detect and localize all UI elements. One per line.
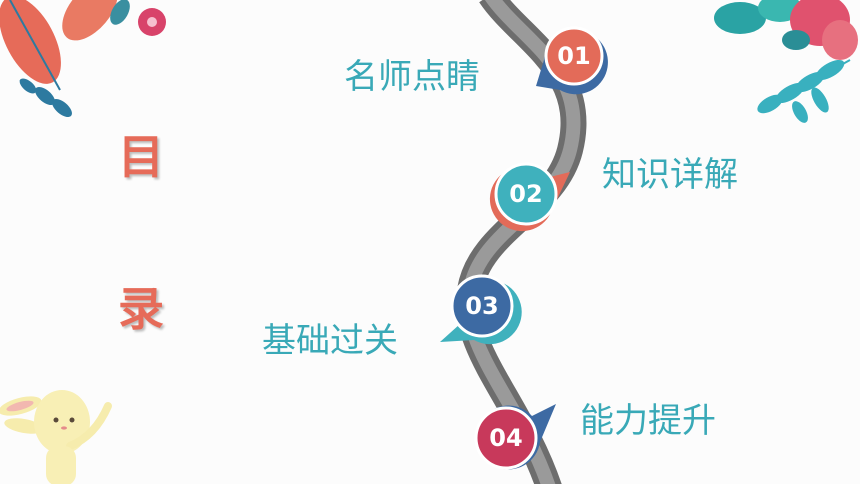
item-03-label[interactable]: 基础过关 (262, 321, 398, 361)
item-04-label[interactable]: 能力提升 (580, 401, 716, 441)
flower-icon (138, 8, 166, 36)
title-char-1: 目 (118, 130, 164, 184)
item-01-badge (536, 26, 608, 95)
item-02-number: 02 (509, 180, 543, 208)
item-03-badge (440, 274, 522, 345)
item-02-badge (489, 162, 570, 232)
item-03-number: 03 (465, 292, 499, 320)
item-01-label[interactable]: 名师点睛 (344, 57, 480, 97)
leaf-icon (0, 0, 130, 117)
item-01-number: 01 (557, 42, 591, 70)
title-char-2: 录 (118, 282, 164, 336)
leaf-icon (714, 0, 858, 123)
bunny-icon (0, 390, 112, 484)
item-04-badge (474, 404, 556, 470)
item-04-number: 04 (489, 424, 523, 452)
item-02-label[interactable]: 知识详解 (602, 155, 738, 195)
